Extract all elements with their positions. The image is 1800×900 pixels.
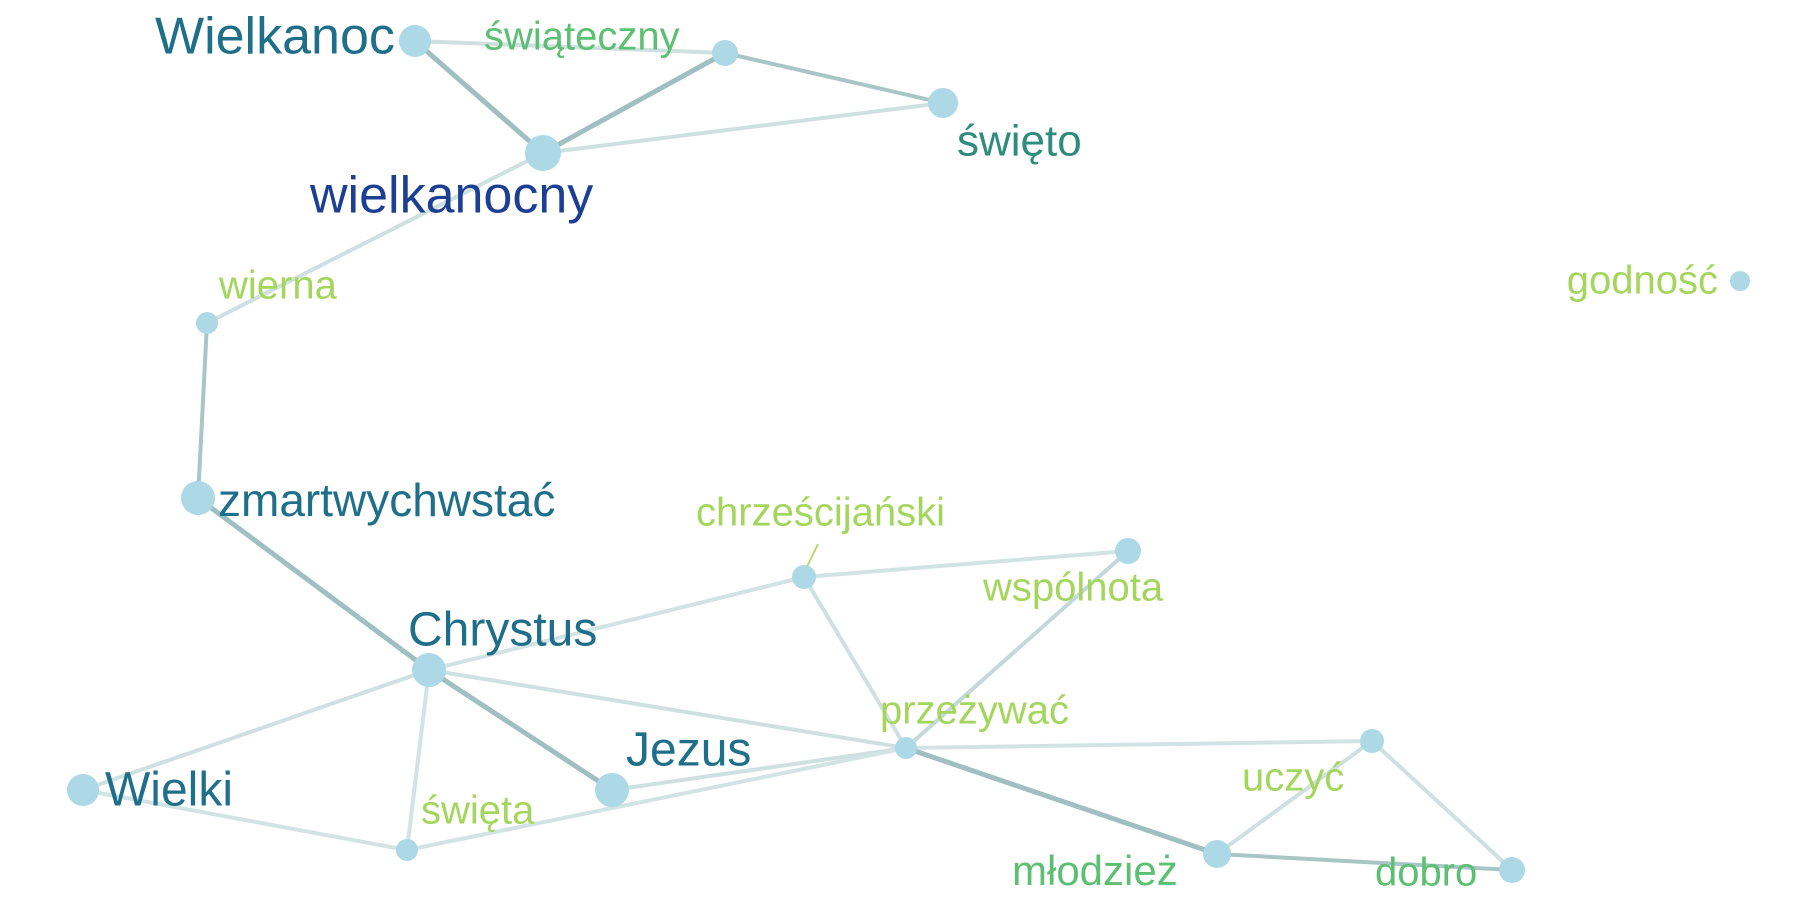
edge-swieta-przezywac <box>405 746 908 852</box>
node-przezywac <box>895 737 917 759</box>
edge-przezywac-mlodziez <box>903 745 1220 857</box>
label-zmartwychwstac: zmartwychwstać <box>218 474 555 526</box>
edges-layer <box>81 38 1514 872</box>
node-swiateczny <box>712 40 738 66</box>
edge-wielkanocny-wierna <box>205 151 545 325</box>
label-swieta: święta <box>421 789 535 833</box>
node-chrystus <box>412 653 446 687</box>
label-jezus: Jezus <box>626 724 751 777</box>
edge-zmartwychwstac-chrystus <box>195 495 432 673</box>
node-uczyc <box>1360 729 1384 753</box>
label-wielkanocny: wielkanocny <box>309 167 593 225</box>
edge-jezus-przezywac <box>610 746 908 792</box>
edge-chrystus-chrzescijanski <box>427 575 806 672</box>
edge-wierna-zmartwychwstac <box>196 321 209 500</box>
node-wielki <box>67 774 99 806</box>
label-uczyc: uczyć <box>1242 756 1344 800</box>
edge-wielki-swieta <box>81 788 409 852</box>
edge-chrzescijanski-wspolnota <box>802 549 1130 579</box>
edge-przezywac-uczyc <box>904 739 1374 750</box>
label-wspolnota: wspólnota <box>982 566 1164 610</box>
node-wielkanoc <box>399 25 431 57</box>
label-mlodziez: młodzież <box>1012 847 1178 894</box>
label-przezywac: przeżywać <box>880 689 1069 733</box>
node-chrzescijanski <box>792 565 816 589</box>
edge-wielkanoc-swiateczny <box>413 39 727 55</box>
edge-chrystus-wielki <box>81 668 431 792</box>
node-wielkanocny <box>525 135 561 171</box>
node-mlodziez <box>1203 840 1231 868</box>
label-chrzescijanski: chrześcijański <box>696 491 945 535</box>
label-wielkanoc: Wielkanoc <box>155 8 395 66</box>
label-wielki: Wielki <box>105 764 233 817</box>
edge-wspolnota-przezywac <box>904 549 1130 750</box>
node-zmartwychwstac <box>181 481 215 515</box>
node-godnosc <box>1730 271 1750 291</box>
node-swieto <box>928 88 958 118</box>
edge-mlodziez-dobro <box>1215 852 1514 872</box>
edge-chrystus-swieta <box>405 668 431 852</box>
edge-uczyc-mlodziez <box>1215 739 1374 856</box>
node-dobro <box>1499 857 1525 883</box>
edge-uczyc-dobro <box>1370 739 1514 872</box>
edge-chrzescijanski-przezywac <box>802 575 908 750</box>
label-wierna: wierna <box>218 264 338 308</box>
node-wspolnota <box>1115 538 1141 564</box>
nodes-layer <box>67 25 1750 883</box>
label-swiateczny: świąteczny <box>484 15 680 59</box>
label-godnosc: godność <box>1567 259 1718 303</box>
edge-swiateczny-swieto <box>723 51 945 105</box>
node-wierna <box>196 312 218 334</box>
edge-wielkanocny-swieto <box>541 101 945 155</box>
edge-chrystus-jezus <box>426 667 615 793</box>
label-chrystus: Chrystus <box>408 604 597 657</box>
edge-swiateczny-wielkanocny <box>540 50 728 156</box>
node-swieta <box>396 839 418 861</box>
label-swieto: święto <box>957 117 1082 166</box>
edge-chrystus-przezywac <box>427 668 908 750</box>
labels-layer: Wielkanoc świąteczny święto wielkanocny wier… <box>105 8 1718 895</box>
node-jezus <box>595 773 629 807</box>
label-dobro: dobro <box>1375 851 1477 895</box>
edge-wielkanoc-wielkanocny <box>412 38 546 156</box>
